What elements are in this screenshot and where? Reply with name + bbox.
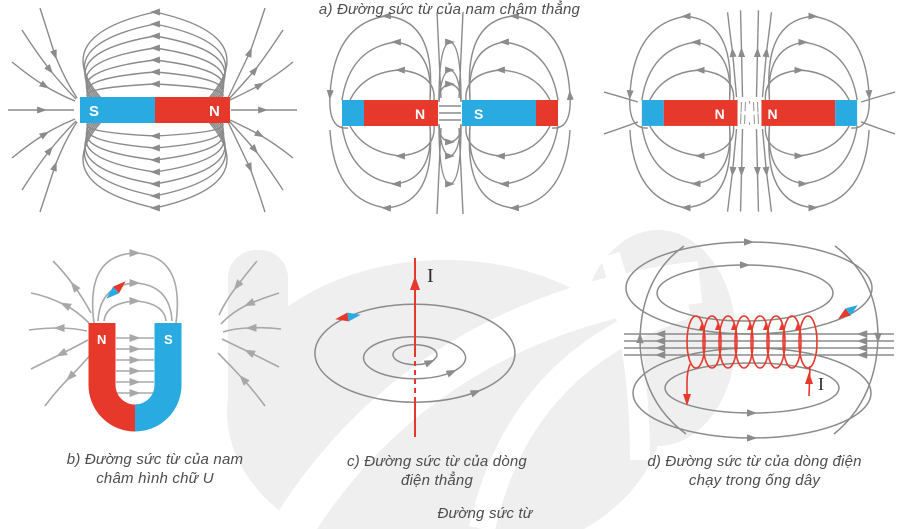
caption-a: a) Đường sức từ của nam châm thẳng <box>318 1 581 18</box>
current-label: I <box>818 374 824 394</box>
field-lines <box>624 238 894 442</box>
pole-label-n: N <box>97 332 106 347</box>
pole-label-n-left: N <box>715 106 725 122</box>
field-lines <box>326 11 574 215</box>
bar-magnet: S N <box>80 97 230 123</box>
diagram-solenoid: I <box>624 238 894 442</box>
solenoid-coil <box>686 315 818 400</box>
compass-needle <box>106 281 126 299</box>
figure-footer-caption: Đường sức từ <box>437 505 533 522</box>
caption-d: d) Đường sức từ của dòng điện chạy trong… <box>647 453 862 489</box>
compass-needle <box>335 312 361 322</box>
pole-label-s: S <box>164 332 173 347</box>
u-magnet <box>88 323 182 432</box>
pole-label-n: N <box>209 103 220 120</box>
bar-magnets: N N <box>641 100 858 126</box>
field-lines <box>8 7 297 213</box>
current-arrow-up <box>410 276 420 290</box>
gap-starburst <box>739 103 760 123</box>
pole-label-s: S <box>474 106 483 122</box>
field-circles <box>314 303 516 403</box>
pole-label-n-right: N <box>767 106 777 122</box>
coil-current-arrows <box>683 322 813 406</box>
compass-needle <box>838 305 858 319</box>
pole-label-n: N <box>415 106 425 122</box>
field-lines <box>603 10 896 212</box>
diagram-repelling-magnets: N N <box>603 10 896 212</box>
caption-b: b) Đường sức từ của nam châm hình chữ U <box>66 451 244 487</box>
current-label: I <box>427 265 434 287</box>
diagram-straight-current: I <box>314 258 516 437</box>
pole-label-s: S <box>89 103 99 120</box>
diagram-single-bar-magnet: S N <box>8 7 297 213</box>
field-lines <box>28 249 282 407</box>
caption-c: c) Đường sức từ của dòng điện thẳng <box>347 453 527 489</box>
diagram-horseshoe-magnet: N S <box>28 249 282 432</box>
diagram-attracting-magnets: N S <box>326 11 574 215</box>
bar-magnets: N S <box>342 100 558 126</box>
